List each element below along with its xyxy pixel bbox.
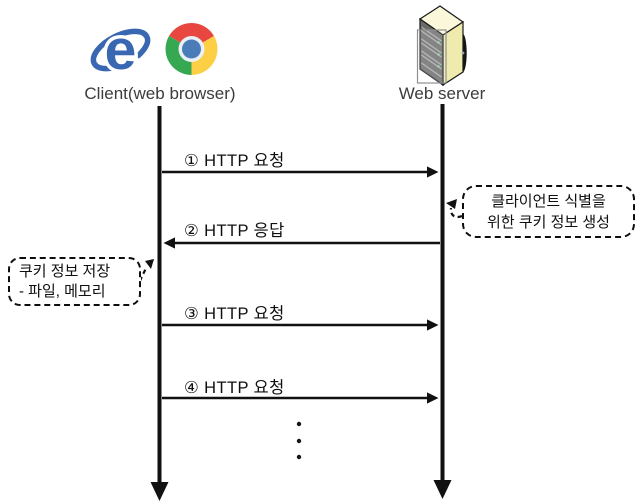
internet-explorer-icon: e e [90,15,151,86]
web-server-icon [416,5,467,87]
client-cookie-note: 쿠키 정보 저장 - 파일, 메모리 [8,257,141,306]
message-label-2: ② HTTP 응답 [184,222,285,240]
message-arrow-3 [162,319,439,331]
message-label-1: ① HTTP 요청 [184,152,285,170]
callout-arrowhead-icon [145,259,154,269]
client-cookie-note-line2: - 파일, 메모리 [19,282,106,300]
server-callout-connector [446,199,463,219]
ie-e-glyph: e [105,18,137,82]
server-disc-hub [461,51,465,55]
right-arrowhead-icon [427,392,439,404]
message-arrow-2 [163,237,440,249]
right-arrowhead-icon [427,166,439,178]
chrome-icon [165,23,218,75]
server-label: Web server [398,84,486,103]
server-cookie-note: 클라이언트 식별을 위한 쿠키 정보 생성 [462,185,635,238]
client-lifeline-arrowhead-icon [150,482,169,501]
server-led-lights [437,41,440,68]
message-label-3: ③ HTTP 요청 [184,305,285,323]
server-lifeline-arrowhead-icon [433,480,452,499]
client-cookie-note-line1: 쿠키 정보 저장 [19,262,111,280]
continuation-dots [296,421,302,460]
chrome-center-dot [182,39,201,59]
message-arrow-4 [162,392,439,404]
message-arrow-1 [162,166,439,178]
client-lifeline [150,106,169,501]
ie-orbit-ring [90,28,151,72]
callout-arrowhead-icon [446,199,457,209]
message-label-4: ④ HTTP 요청 [184,379,285,397]
server-cookie-note-line1: 클라이언트 식별을 [491,192,606,210]
client-label: Client(web browser) [84,84,236,103]
server-cookie-note-line2: 위한 쿠키 정보 생성 [487,213,610,231]
right-arrowhead-icon [427,319,439,331]
left-arrowhead-icon [163,237,175,249]
server-lifeline [433,104,452,499]
ie-e-glyph-halo: e [105,18,137,82]
server-glass-panel [416,29,447,84]
